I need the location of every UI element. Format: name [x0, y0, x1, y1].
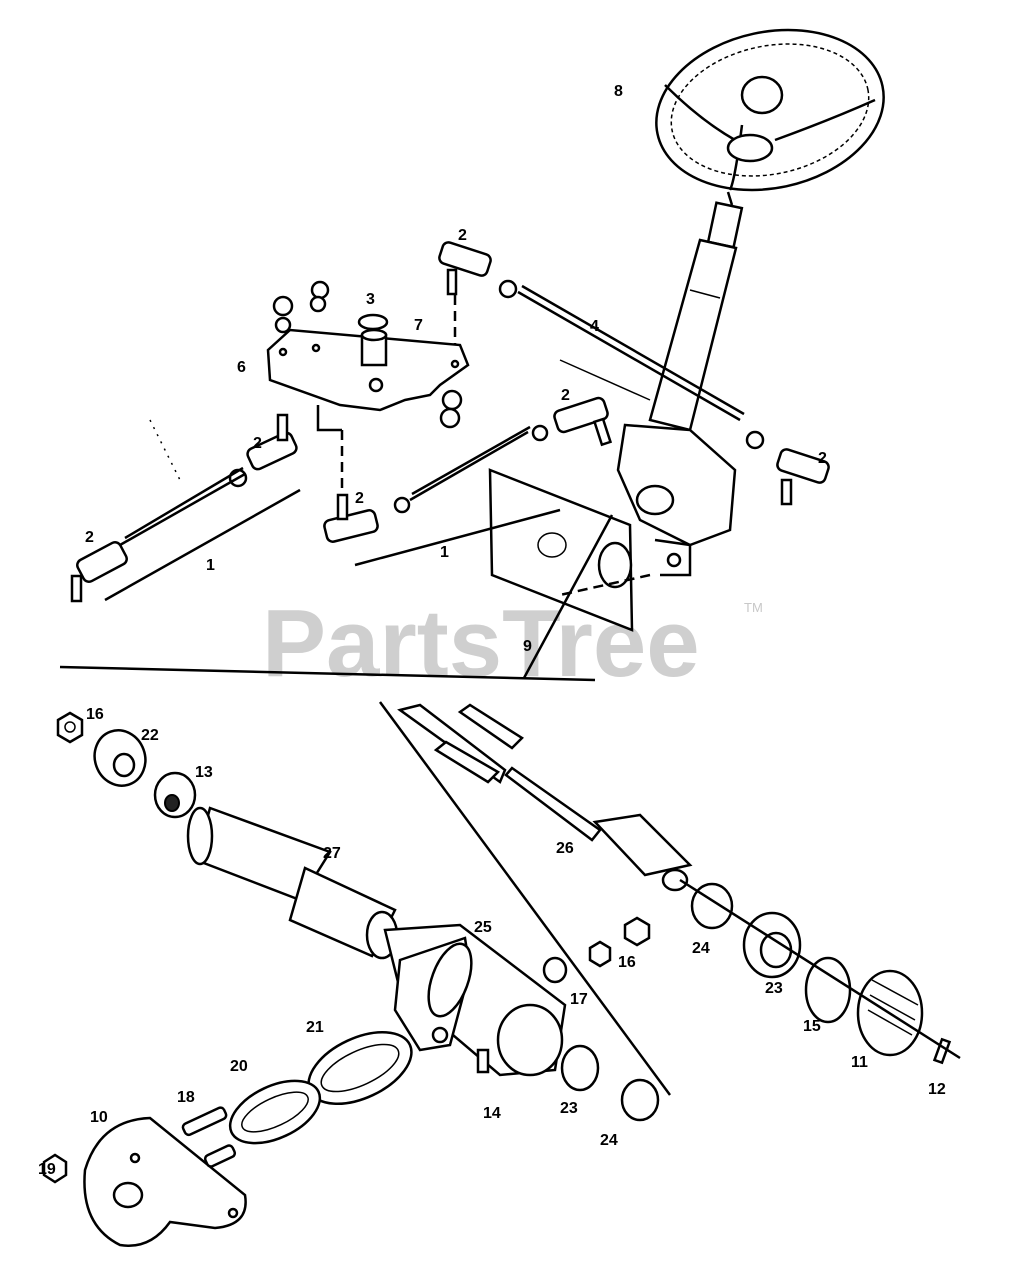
callout-14: 14: [483, 1105, 501, 1122]
steering-wheel: [655, 28, 885, 192]
callout-8: 8: [614, 83, 623, 100]
watermark-text: PartsTree: [262, 590, 700, 697]
callout-1: 1: [206, 557, 215, 574]
callout-10: 10: [90, 1109, 108, 1126]
callout-2: 2: [85, 529, 94, 546]
callout-4: 4: [590, 318, 599, 335]
callout-19: 19: [38, 1161, 56, 1178]
tubes: [186, 806, 399, 960]
callout-11: 11: [851, 1054, 868, 1071]
callout-23: 23: [765, 980, 783, 997]
callout-2: 2: [253, 435, 262, 452]
tie-rods: [119, 284, 745, 547]
right-side-hardware: [476, 878, 961, 1122]
callout-2: 2: [355, 490, 364, 507]
callout-2: 2: [561, 387, 570, 404]
callout-18: 18: [177, 1089, 195, 1106]
pivot-plate: [266, 313, 470, 412]
callout-17: 17: [570, 991, 588, 1008]
callout-6: 6: [237, 359, 246, 376]
callout-2: 2: [818, 450, 827, 467]
mounting-plate: [488, 468, 634, 632]
steering-column: [648, 191, 744, 432]
callout-2: 2: [458, 227, 467, 244]
callout-16: 16: [618, 954, 636, 971]
callout-24: 24: [692, 940, 710, 957]
callout-12: 12: [928, 1081, 946, 1098]
callout-16: 16: [86, 706, 104, 723]
callout-24: 24: [600, 1132, 618, 1149]
callout-21: 21: [306, 1019, 324, 1036]
callout-26: 26: [556, 840, 574, 857]
small-hardware: [228, 279, 765, 514]
callout-25: 25: [474, 919, 492, 936]
callout-22: 22: [141, 727, 159, 744]
watermark-trademark: TM: [744, 600, 763, 615]
ball-joints: [70, 241, 830, 603]
callout-20: 20: [230, 1058, 248, 1075]
callout-labels: 8 2 3 7 6 4 2 2 2 2 2 1 1 9 16 22 13 27 …: [38, 83, 946, 1178]
upper-left-hardware: [56, 711, 197, 819]
callout-27: 27: [323, 845, 341, 862]
leader-lines-upper: [59, 359, 651, 682]
gaskets: [228, 1030, 413, 1145]
callout-7: 7: [414, 317, 423, 334]
steering-shaft-detail: [378, 701, 693, 1096]
callout-3: 3: [366, 291, 375, 308]
callout-9: 9: [523, 638, 532, 655]
callout-15: 15: [803, 1018, 821, 1035]
steering-gear-housing: [616, 423, 737, 577]
callout-13: 13: [195, 764, 213, 781]
callout-1: 1: [440, 544, 449, 561]
gear-housing-lower: [383, 923, 567, 1077]
pitman-plate: [42, 1106, 247, 1247]
callout-23: 23: [560, 1100, 578, 1117]
